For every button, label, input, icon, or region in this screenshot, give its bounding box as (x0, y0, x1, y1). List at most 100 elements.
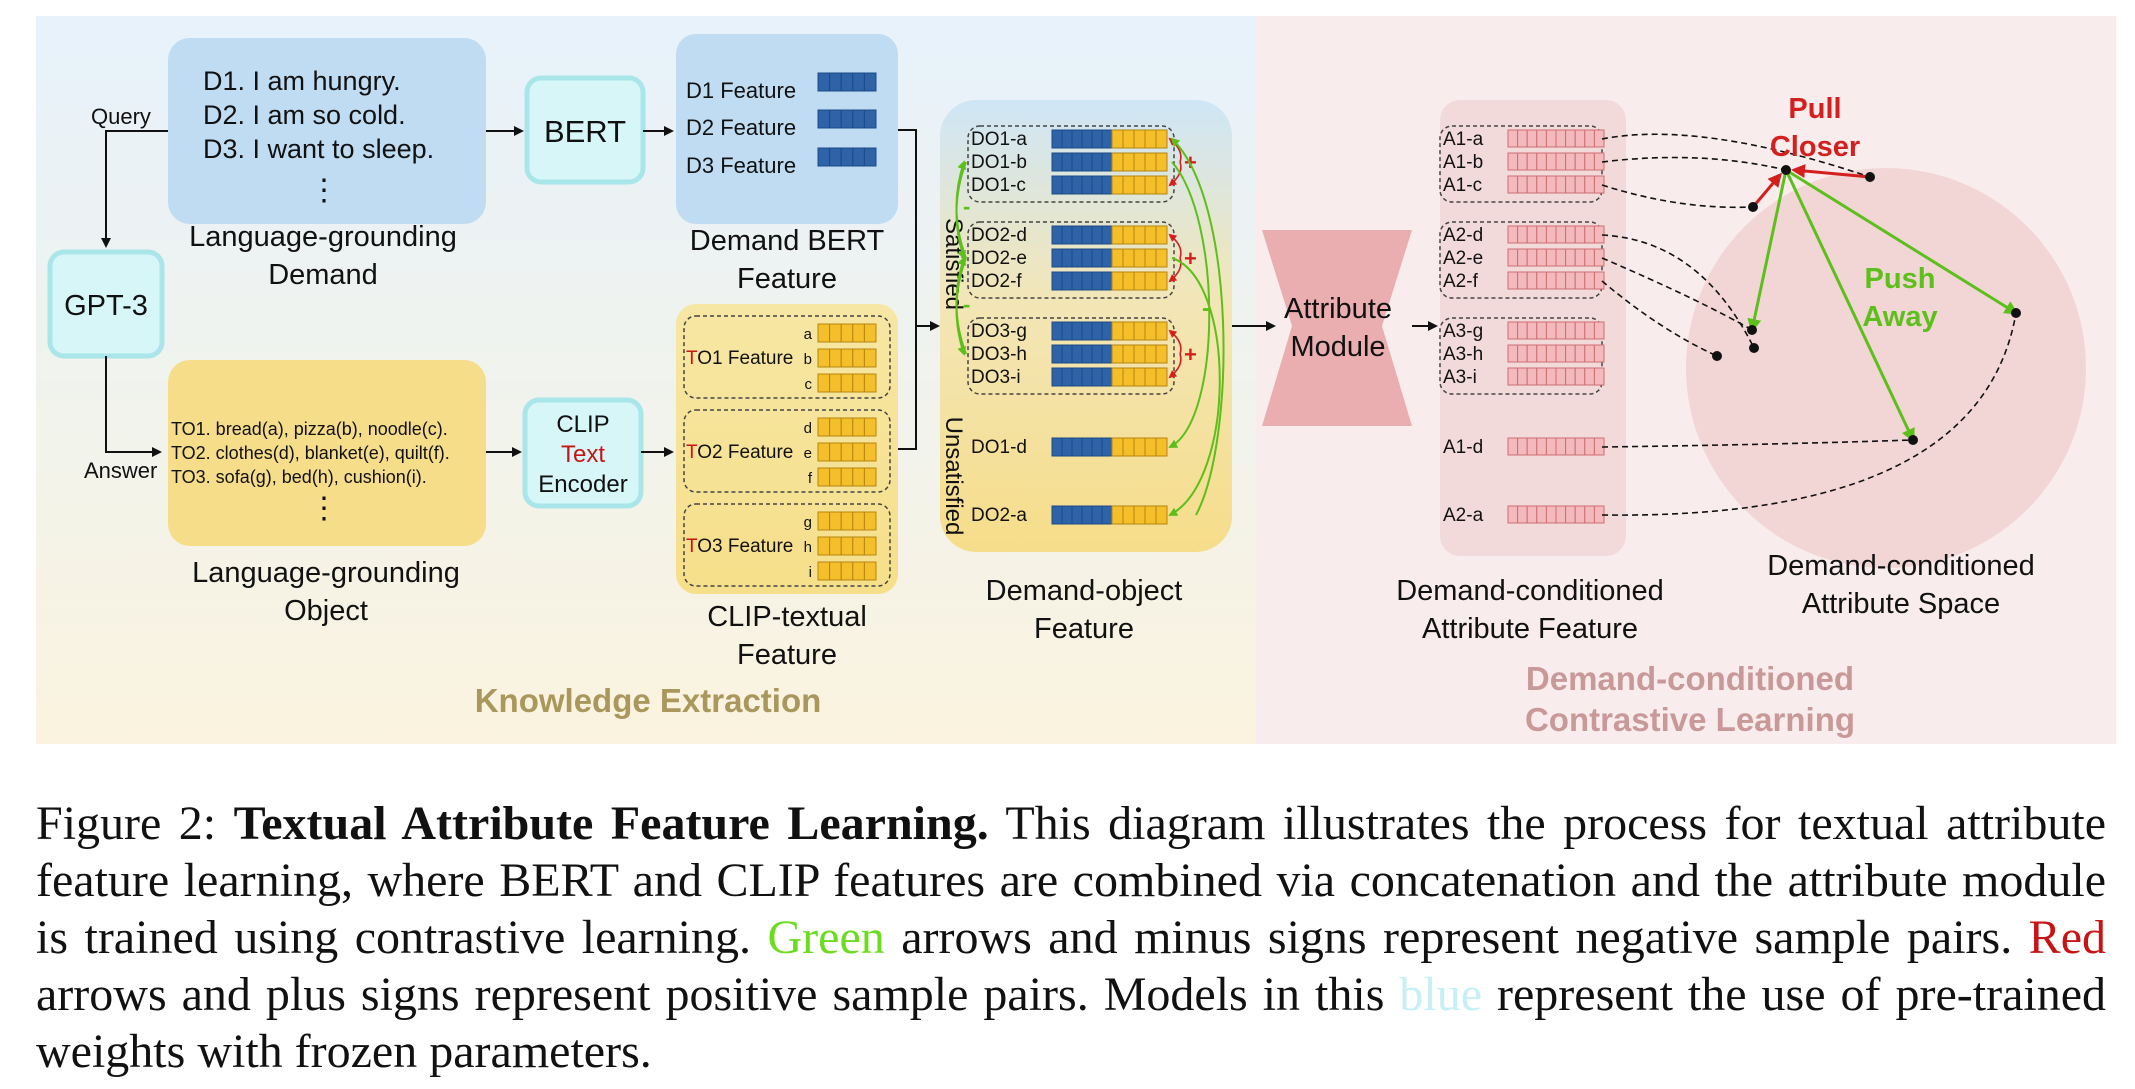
clip-features-label-line-1: CLIP-textual (707, 601, 867, 633)
attribute-cell (1565, 344, 1576, 363)
clip-feature-cell (863, 511, 877, 531)
negative-pair-arrow (955, 256, 967, 355)
demand-object-yellow-cell (1122, 344, 1135, 364)
demand-object-blue-cell (1071, 437, 1083, 457)
attribute-cell (1526, 367, 1538, 386)
attribute-cell (1545, 321, 1557, 340)
demand-label-line-1: Language-grounding (189, 221, 457, 253)
demand-object-yellow-cell (1144, 175, 1157, 195)
bert-feature-cell (817, 72, 831, 92)
demand-object-yellow-cell (1111, 321, 1124, 341)
clip-feature-cell (817, 323, 831, 343)
attribute-cell (1536, 344, 1547, 363)
positive-pair-arrow (1168, 329, 1182, 355)
clip-feature-cell (840, 511, 854, 531)
demand-line-3: D3. I want to sleep. (203, 134, 434, 164)
demand-object-blue-cell (1071, 175, 1083, 195)
demand-object-yellow-cell (1144, 505, 1157, 525)
attribute-row-label: A1-d (1443, 437, 1483, 458)
demand-object-yellow-cell (1144, 367, 1157, 387)
push-away-line-1: Push (1865, 263, 1936, 295)
demand-object-row-label: DO1-d (971, 437, 1027, 458)
attribute-cell (1555, 175, 1567, 194)
demand-object-row-label: DO3-g (971, 321, 1027, 342)
minus-sign: - (1202, 295, 1210, 322)
demand-object-blue-cell (1051, 505, 1063, 525)
demand-object-blue-cell (1051, 321, 1063, 341)
attribute-cell (1507, 437, 1519, 456)
demand-object-yellow-cell (1133, 271, 1146, 291)
attribute-cell (1517, 271, 1528, 290)
demand-object-yellow-cell (1133, 321, 1146, 341)
demand-object-blue-cell (1101, 505, 1113, 525)
attribute-cell (1555, 248, 1567, 267)
bert-feature-cell (817, 109, 831, 129)
pull-arrow (1751, 172, 1782, 208)
object-ellipsis: ⋮ (309, 492, 339, 525)
demand-box (168, 38, 486, 224)
demand-object-yellow-cell (1133, 505, 1146, 525)
bert-feature-cell (852, 147, 865, 167)
demand-object-group (967, 221, 1175, 299)
attribute-cell (1593, 344, 1605, 363)
demand-object-blue-cell (1101, 152, 1113, 172)
demand-object-blue-cell (1061, 129, 1073, 149)
clip-feature-letter: f (808, 470, 813, 487)
attribute-module (1262, 230, 1412, 426)
object-line-3: TO3. sofa(g), bed(h), cushion(i). (171, 467, 427, 487)
clip-feature-cell (817, 442, 831, 462)
demand-object-blue-cell (1081, 175, 1093, 195)
attribute-cell (1507, 271, 1519, 290)
demand-object-yellow-cell (1122, 505, 1135, 525)
demand-object-blue-cell (1051, 344, 1063, 364)
attribute-cell (1574, 271, 1586, 290)
attribute-cell (1545, 367, 1557, 386)
attribute-cell (1526, 321, 1538, 340)
demand-object-blue-cell (1101, 225, 1113, 245)
knowledge-extraction-title: Knowledge Extraction (475, 682, 822, 719)
demand-object-pair-arrows: +++--- (955, 137, 1225, 516)
demand-object-blue-cell (1071, 344, 1083, 364)
attribute-cell (1565, 152, 1576, 171)
clip-feature-cell (840, 536, 854, 556)
clip-feature-cell (852, 561, 865, 581)
unsatisfied-label: Unsatisfied (940, 417, 967, 536)
attribute-cell (1536, 321, 1547, 340)
bert-feature-cell (829, 72, 842, 92)
attribute-cell (1593, 367, 1605, 386)
object-label-line-2: Object (284, 595, 368, 627)
object-line-1: TO1. bread(a), pizza(b), noodle(c). (171, 419, 448, 439)
positive-pair-arrow (1168, 257, 1182, 283)
attribute-point (1908, 435, 1918, 445)
demand-line-2: D2. I am so cold. (203, 100, 406, 130)
bert-feature-label: D1 Feature (686, 78, 796, 103)
attribute-cell (1584, 437, 1595, 456)
attribute-point (1865, 172, 1875, 182)
demand-object-yellow-cell (1122, 152, 1135, 172)
bert-feature-cell (863, 109, 877, 129)
attribute-row-label: A1-c (1443, 175, 1482, 196)
attribute-cell (1584, 344, 1595, 363)
clip-feature-cell (863, 323, 877, 343)
attribute-row-label: A2-d (1443, 225, 1483, 246)
attribute-cell (1574, 129, 1586, 148)
demand-object-yellow-cell (1144, 437, 1157, 457)
attribute-cell (1517, 344, 1528, 363)
demand-object-blue-cell (1061, 225, 1073, 245)
demand-object-yellow-cell (1133, 248, 1146, 268)
contrastive-learning-title-line-2: Contrastive Learning (1525, 701, 1855, 738)
demand-object-blue-cell (1061, 344, 1073, 364)
demand-object-yellow-cell (1111, 175, 1124, 195)
demand-object-yellow-cell (1122, 321, 1135, 341)
caption-red-word: Red (2028, 911, 2106, 964)
attribute-cell (1593, 321, 1605, 340)
clip-feature-cell (863, 348, 877, 368)
demand-object-yellow-cell (1144, 129, 1157, 149)
attribute-point (2011, 308, 2021, 318)
attribute-cell (1517, 248, 1528, 267)
clip-feature-letter: a (804, 326, 813, 343)
demand-object-blue-cell (1081, 367, 1093, 387)
demand-object-blue-cell (1081, 344, 1093, 364)
bert-feature-list: D1 Feature D2 Feature D3 Feature (686, 72, 877, 178)
